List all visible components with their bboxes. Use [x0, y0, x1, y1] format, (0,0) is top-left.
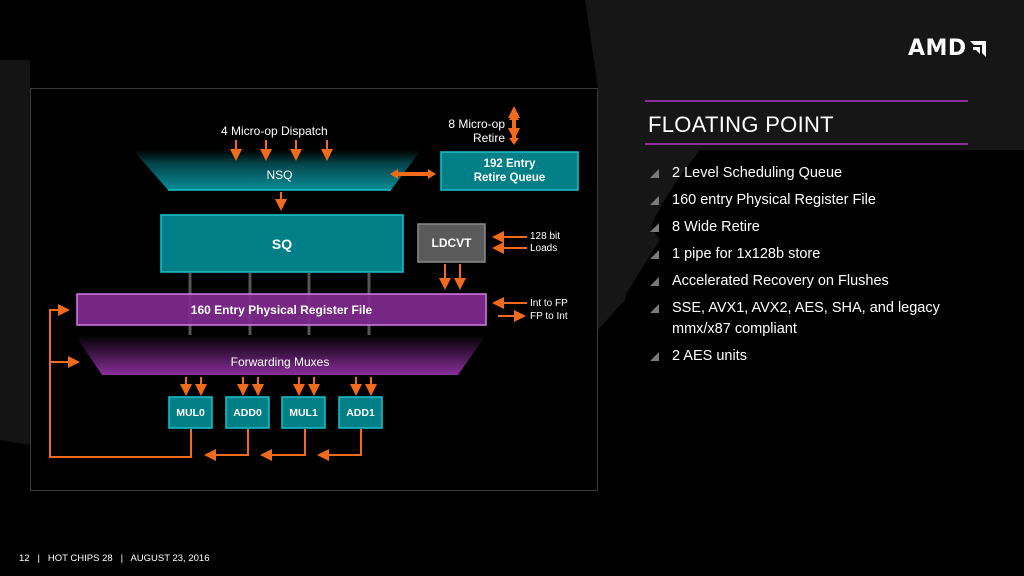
bullet-triangle-icon	[650, 304, 659, 313]
title-rule-bottom	[645, 143, 968, 145]
bullet-triangle-icon	[650, 352, 659, 361]
sq-block	[160, 214, 404, 273]
bullet-triangle-icon	[650, 223, 659, 232]
dispatch-arrows	[230, 140, 333, 161]
retire-queue-line2: Retire Queue	[473, 172, 546, 184]
bullet-triangle-icon	[650, 277, 659, 286]
retire-label-line2: Retire	[472, 131, 505, 145]
retire-label-line1: 8 Micro-op	[448, 117, 505, 131]
result-feedback-lines	[49, 304, 362, 461]
bullet-text: 2 Level Scheduling Queue	[672, 165, 843, 181]
bullet-text: 8 Wide Retire	[672, 219, 760, 235]
retire-queue-line1: 192 Entry	[483, 158, 536, 170]
footer-event: HOT CHIPS 28	[47, 553, 113, 564]
title-rule-top	[645, 100, 968, 102]
loads-label: 128 bit Loads	[530, 231, 560, 255]
retire-queue-block	[440, 151, 579, 191]
retire-label: 8 Micro-op Retire	[443, 117, 505, 145]
bullet-item: 2 AES units	[650, 346, 970, 367]
ldcvt-block	[417, 223, 486, 263]
retire-queue-label: 192 Entry Retire Queue	[441, 152, 578, 190]
slide-footer: 12 | HOT CHIPS 28 | AUGUST 23, 2016	[19, 553, 210, 564]
unit-label-add1: ADD1	[346, 406, 375, 419]
sq-label: SQ	[271, 235, 293, 252]
nsq-retire-arrow	[390, 169, 436, 179]
int-fp-labels: Int to FP FP to Int	[530, 297, 568, 323]
unit-label-add0: ADD0	[233, 406, 262, 419]
unit-label-mul1: MUL1	[289, 406, 318, 419]
bullet-text: 1 pipe for 1x128b store	[672, 246, 821, 262]
forwarding-muxes-block	[75, 335, 486, 375]
bullet-text: SSE, AVX1, AVX2, AES, SHA, and legacy mm…	[672, 300, 940, 337]
bullet-triangle-icon	[650, 250, 659, 259]
bullet-list: 2 Level Scheduling Queue 160 entry Physi…	[650, 163, 970, 373]
amd-logo-text: AMD	[908, 36, 967, 61]
bullet-triangle-icon	[650, 196, 659, 205]
unit-label-mul0: MUL0	[176, 406, 205, 419]
bullet-item: Accelerated Recovery on Flushes	[650, 271, 970, 292]
slide-title: FLOATING POINT	[648, 112, 834, 137]
nsq-label: NSQ	[266, 168, 293, 182]
fp-to-int-label: FP to Int	[530, 311, 568, 322]
mux-to-unit-arrows	[180, 377, 377, 396]
loads-line2: Loads	[530, 243, 558, 254]
unit-block-mul1	[281, 396, 326, 429]
bullet-item: 1 pipe for 1x128b store	[650, 244, 970, 265]
int-fp-arrows	[492, 297, 527, 322]
bullet-text: 160 entry Physical Register File	[672, 192, 876, 208]
unit-block-add1	[338, 396, 383, 429]
bullet-item: 2 Level Scheduling Queue	[650, 163, 970, 184]
footer-date: AUGUST 23, 2016	[130, 553, 210, 564]
bullet-text: 2 AES units	[672, 348, 747, 364]
bullet-item: 160 entry Physical Register File	[650, 190, 970, 211]
int-to-fp-label: Int to FP	[530, 298, 568, 309]
bullet-item: SSE, AVX1, AVX2, AES, SHA, and legacy mm…	[650, 298, 970, 340]
register-file-block	[76, 293, 487, 326]
dispatch-label: 4 Micro-op Dispatch	[221, 124, 328, 138]
unit-block-mul0	[168, 396, 213, 429]
bullet-item: 8 Wide Retire	[650, 217, 970, 238]
forwarding-muxes-label: Forwarding Muxes	[230, 355, 330, 369]
register-file-label: 160 Entry Physical Register File	[190, 302, 373, 317]
unit-block-add0	[225, 396, 270, 429]
bullet-text: Accelerated Recovery on Flushes	[672, 273, 889, 289]
amd-logo: AMD	[908, 36, 986, 61]
ldcvt-label: LDCVT	[431, 236, 472, 250]
retire-arrow-shape	[509, 113, 519, 145]
bullet-triangle-icon	[650, 169, 659, 178]
loads-line1: 128 bit	[530, 231, 561, 242]
nsq-block	[133, 150, 421, 190]
ldcvt-to-prf-arrows	[439, 264, 466, 290]
footer-page-number: 12	[19, 553, 30, 564]
loads-arrows	[492, 231, 527, 254]
amd-arrow-icon	[969, 40, 986, 57]
